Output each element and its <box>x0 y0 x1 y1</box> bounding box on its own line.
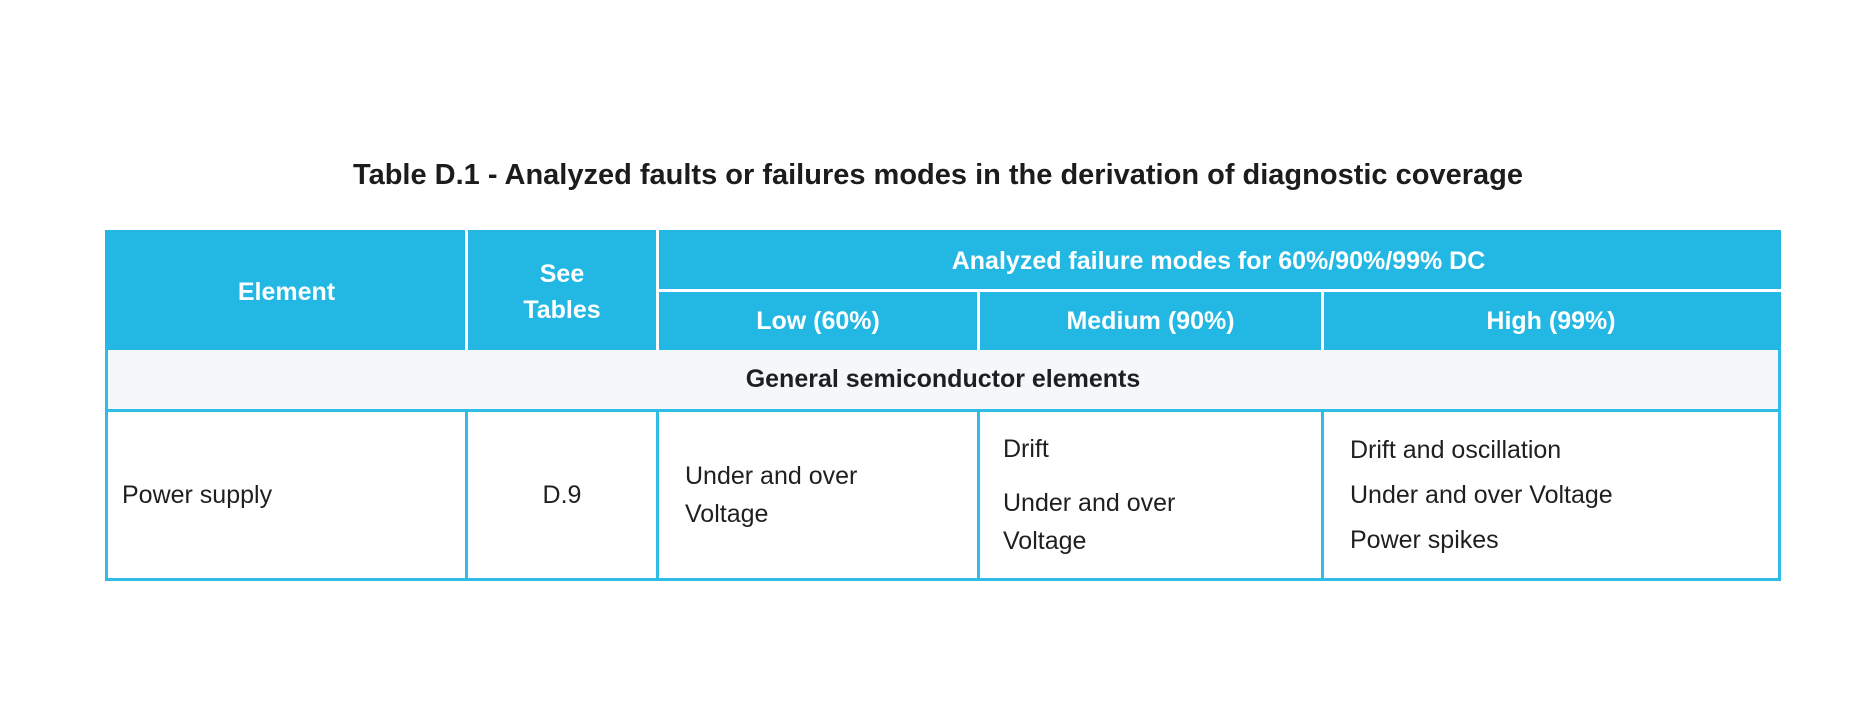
failure-modes-table: Element See Tables Analyzed failure mode… <box>105 230 1781 581</box>
cell-see-tables: D.9 <box>465 410 659 581</box>
header-medium: Medium (90%) <box>977 289 1324 350</box>
header-row-sub: Low (60%) Medium (90%) High (99%) <box>107 289 1781 350</box>
table-row: Power supply D.9 Under and over Voltage … <box>105 410 1781 581</box>
section-row: General semiconductor elements <box>105 350 1781 412</box>
header-high: High (99%) <box>1321 289 1781 350</box>
header-element: Element <box>105 230 468 350</box>
page-title: Table D.1 - Analyzed faults or failures … <box>353 159 1523 191</box>
header-row-top: Element See Tables Analyzed failure mode… <box>105 230 1781 350</box>
header-low: Low (60%) <box>656 289 980 350</box>
header-see-tables: See Tables <box>465 230 659 350</box>
cell-element: Power supply <box>105 410 468 581</box>
header-analyzed-failure-modes: Analyzed failure modes for 60%/90%/99% D… <box>656 230 1781 292</box>
cell-low-failure-modes: Under and over Voltage <box>656 410 980 581</box>
section-row-label: General semiconductor elements <box>105 350 1781 412</box>
